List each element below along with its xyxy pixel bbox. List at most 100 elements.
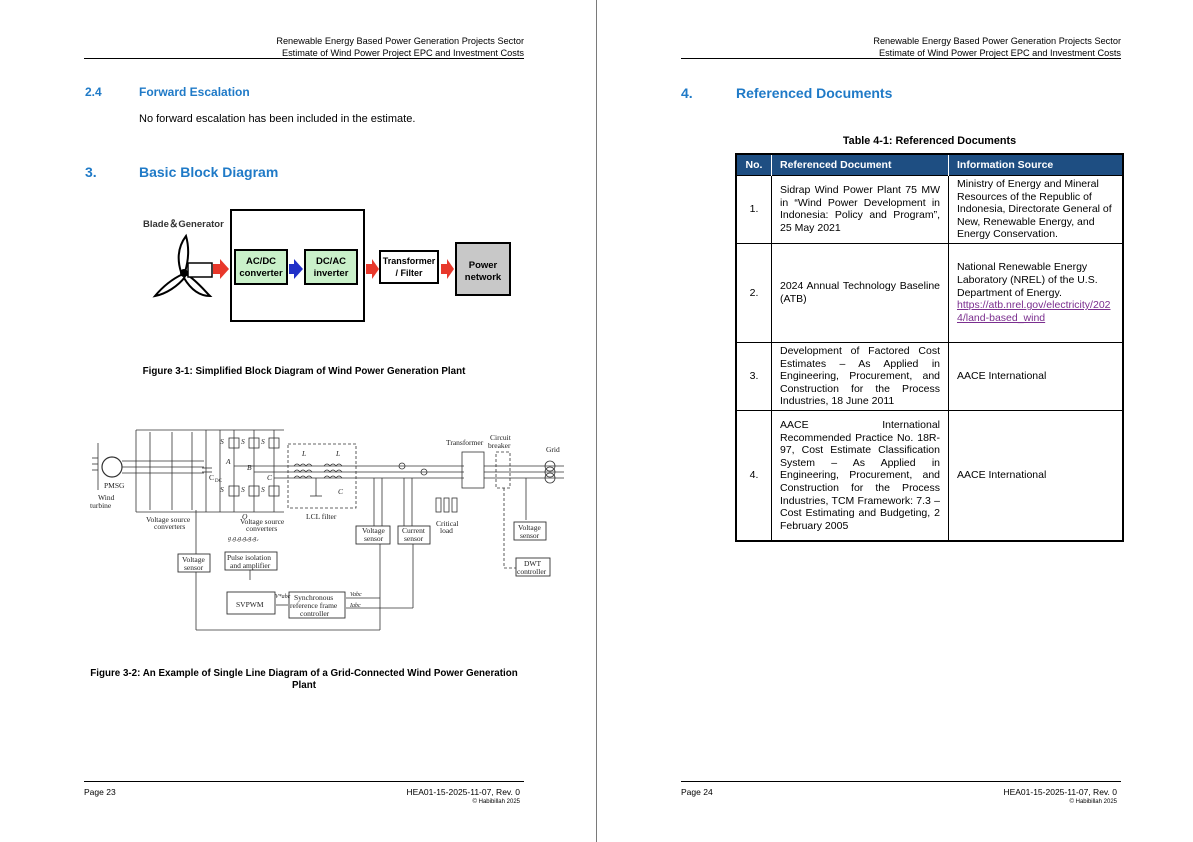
critical-load-label-2: load	[440, 526, 453, 535]
block-diagram: Blade＆Generator AC/DC converter DC/AC in…	[143, 209, 511, 322]
current-sensor-label: Current	[402, 526, 426, 535]
transformer-label: Transformer	[446, 438, 484, 447]
voltage-sensor-label: sensor	[364, 534, 384, 543]
switch-s3-label: S	[241, 437, 245, 446]
single-line-diagram: PMSG Wind turbine C DC Voltage source co…	[90, 429, 564, 631]
node-o-label: O	[242, 512, 248, 521]
grid-label: Grid	[546, 445, 560, 454]
blade-generator-label: Blade＆Generator	[143, 219, 224, 230]
transformer-label-2: / Filter	[395, 268, 423, 278]
header-line-1: Renewable Energy Based Power Generation …	[873, 36, 1121, 46]
node-b-label: B	[247, 463, 252, 472]
cdc-label: C	[209, 473, 214, 482]
header-line-1: Renewable Energy Based Power Generation …	[276, 36, 524, 46]
inductor-l2-label: L	[335, 449, 340, 458]
information-source: AACE International	[948, 341, 1124, 411]
generator-icon	[187, 262, 213, 278]
information-source: Ministry of Energy and Mineral Resources…	[948, 175, 1124, 244]
node-c-label: C	[267, 473, 273, 482]
voltage-sensor-label: Voltage	[362, 526, 385, 535]
information-source-cell: National Renewable Energy Laboratory (NR…	[948, 242, 1124, 343]
svpwm-box	[226, 591, 276, 615]
current-sensor-box	[397, 525, 431, 545]
arrow-icon	[289, 259, 303, 279]
voltage-sensor-label: sensor	[520, 531, 540, 540]
dwt-label-1: DWT	[524, 559, 541, 568]
dcac-label-1: DC/AC	[316, 256, 346, 267]
header-line-2: Estimate of Wind Power Project EPC and I…	[878, 48, 1121, 58]
srf-label-1: Synchronous	[294, 593, 333, 602]
acdc-label-2: converter	[239, 268, 283, 279]
figure-3-2-caption: Figure 3-2: An Example of Single Line Di…	[84, 668, 524, 692]
referenced-document: 2024 Annual Technology Baseline (ATB)	[771, 242, 949, 343]
switch-s2-label: S	[261, 485, 265, 494]
switch-s6-label: S	[241, 485, 245, 494]
column-header-source: Information Source	[948, 154, 1123, 176]
turbine-icon	[152, 233, 213, 298]
arrow-icon	[366, 259, 379, 279]
row-number: 1.	[735, 175, 772, 244]
figure-3-1-caption: Figure 3-1: Simplified Block Diagram of …	[142, 366, 466, 377]
voltage-sensor-label: Voltage	[518, 523, 541, 532]
dwt-controller-box	[515, 557, 551, 577]
page-23: Renewable Energy Based Power Generation …	[0, 0, 596, 842]
header-rule	[84, 58, 524, 59]
footer-rule	[84, 781, 524, 782]
row-number: 3.	[735, 341, 772, 411]
pmsg-label: PMSG	[104, 481, 125, 490]
acdc-converter-block	[234, 249, 288, 285]
transformer-filter-block	[379, 250, 439, 284]
i-abc-label: Iabc	[349, 603, 361, 609]
doc-ref-text: HEA01-15-2025-11-07, Rev. 0	[1003, 787, 1117, 797]
capacitor-c-label: C	[338, 487, 344, 496]
column-header-no: No.	[736, 154, 772, 176]
copyright-text: © Habibillah 2025	[472, 799, 520, 805]
dwt-label-2: controller	[517, 567, 547, 576]
row-number: 4.	[735, 409, 772, 542]
page-number: Page 23	[84, 787, 116, 797]
table-row: 4. AACE International Recommended Practi…	[735, 409, 1124, 542]
voltage-sensor-box	[513, 521, 547, 541]
header-rule	[681, 58, 1121, 59]
table-title: Table 4-1: Referenced Documents	[842, 135, 1017, 147]
current-sensor-label: sensor	[404, 534, 424, 543]
switch-s5-label: S	[261, 437, 265, 446]
section-2-4-number: 2.4	[85, 85, 102, 99]
vsc-right-label-1: Voltage source	[240, 517, 285, 526]
voltage-sensor-box	[355, 525, 391, 545]
node-a-label: A	[225, 457, 231, 466]
doc-reference: HEA01-15-2025-11-07, Rev. 0 © Habibillah…	[406, 787, 520, 807]
cdc-subscript: DC	[215, 479, 223, 484]
doc-reference: HEA01-15-2025-11-07, Rev. 0 © Habibillah…	[1003, 787, 1117, 807]
table-header-row: No. Referenced Document Information Sour…	[736, 154, 1123, 176]
switch-s4-label: S	[220, 485, 224, 494]
referenced-document: Development of Factored Cost Estimates –…	[771, 341, 949, 411]
inductor-l1-label: L	[301, 449, 306, 458]
dcac-label-2: inverter	[314, 268, 349, 279]
information-source: AACE International	[948, 409, 1124, 542]
lcl-filter-label: LCL filter	[306, 512, 337, 521]
gate-signals-label: g₁g₄g₃g₆g₅g₂	[228, 536, 259, 542]
page-header: Renewable Energy Based Power Generation …	[104, 35, 524, 59]
v-abc-label: Vabc	[350, 592, 362, 598]
svpwm-label: SVPWM	[236, 600, 264, 609]
copyright-text: © Habibillah 2025	[1069, 799, 1117, 805]
footer-rule	[681, 781, 1121, 782]
srf-label-3: controller	[300, 609, 330, 618]
nrel-atb-link[interactable]: https://atb.nrel.gov/electricity/2024/la…	[957, 299, 1111, 324]
vsc-left-label-1: Voltage source	[146, 515, 191, 524]
arrow-icon	[441, 259, 454, 279]
power-label-1: Power	[469, 260, 498, 271]
section-3-title: Basic Block Diagram	[139, 164, 279, 180]
page-number: Page 24	[681, 787, 713, 797]
wind-turbine-label-1: Wind	[98, 493, 115, 502]
circuit-breaker-label-2: breaker	[488, 441, 511, 450]
page-header: Renewable Energy Based Power Generation …	[701, 35, 1121, 59]
section-4-number: 4.	[681, 85, 693, 101]
header-line-2: Estimate of Wind Power Project EPC and I…	[281, 48, 524, 58]
referenced-document: Sidrap Wind Power Plant 75 MW in “Wind P…	[771, 175, 949, 244]
vsc-right-label-2: converters	[246, 524, 277, 533]
power-network-block	[455, 242, 511, 296]
information-source: National Renewable Energy Laboratory (NR…	[957, 261, 1098, 299]
referenced-document: AACE International Recommended Practice …	[771, 409, 949, 542]
